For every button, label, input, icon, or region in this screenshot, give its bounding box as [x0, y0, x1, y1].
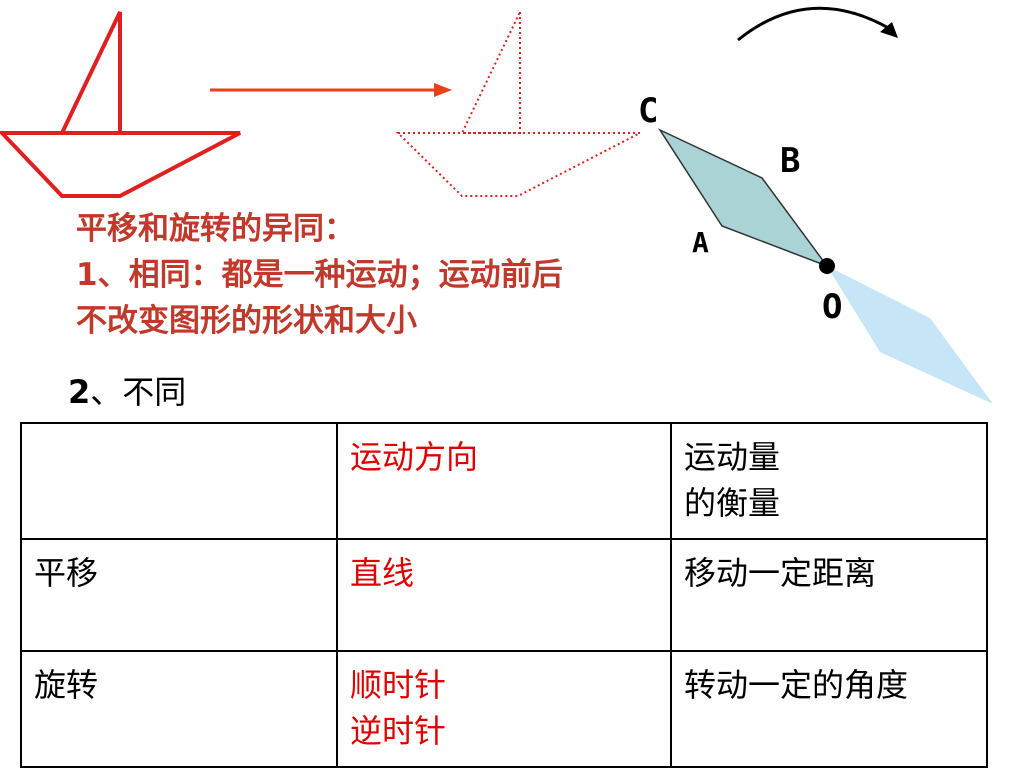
rotation-arrow-head [880, 22, 898, 38]
row-translation-direction-line-1: 直线 [350, 554, 415, 592]
translation-arrow-head [434, 83, 452, 97]
heading-line-3: 不改变图形的形状和大小 [76, 303, 417, 339]
heading-line-2: 1、相同：都是一种运动；运动前后 [76, 257, 563, 293]
rotation-arrow [737, 6, 898, 42]
header-measure: 运动量 的衡量 [670, 422, 988, 540]
label-o: O [822, 287, 842, 327]
heading-line-1: 平移和旋转的异同： [76, 211, 355, 247]
subheading-number: 2 [68, 373, 91, 411]
similarities-text: 平移和旋转的异同： 1、相同：都是一种运动；运动前后 不改变图形的形状和大小 [76, 206, 716, 344]
header-empty-cell [20, 422, 338, 540]
label-c: C [638, 91, 658, 131]
pivot-point-o [819, 258, 835, 274]
row-translation-name: 平移 [20, 538, 338, 652]
header-direction: 运动方向 [336, 422, 672, 540]
translation-arrow [210, 83, 452, 97]
row-rotation-direction-line-2: 逆时针 [350, 712, 447, 750]
comparison-table: 运动方向 运动量 的衡量 平移 直线 移动一定距离 旋转 顺时针 逆时针 转动一… [20, 422, 988, 768]
dotted-sailboat [395, 11, 641, 197]
row-rotation-measure: 转动一定的角度 [670, 650, 988, 768]
row-rotation-direction: 顺时针 逆时针 [336, 650, 672, 768]
differences-subheading: 2、不同 [68, 372, 186, 412]
header-measure-line-1: 运动量 [684, 438, 781, 476]
row-translation-measure: 移动一定距离 [670, 538, 988, 652]
solid-sailboat-sail [58, 11, 122, 135]
solid-sailboat-hull [0, 131, 241, 198]
solid-sailboat [0, 11, 241, 198]
header-measure-line-2: 的衡量 [684, 484, 781, 522]
row-rotation-direction-line-1: 顺时针 [350, 666, 447, 704]
table-row: 旋转 顺时针 逆时针 转动一定的角度 [20, 650, 988, 768]
table-header-row: 运动方向 运动量 的衡量 [20, 422, 988, 540]
row-rotation-name: 旋转 [20, 650, 338, 768]
rotated-kite [827, 266, 993, 404]
dotted-sailboat-hull [395, 132, 641, 197]
subheading-text: 、不同 [90, 373, 187, 411]
row-translation-direction: 直线 [336, 538, 672, 652]
translation-rotation-figure: C B A O [0, 6, 993, 404]
label-b: B [780, 141, 800, 181]
dotted-sailboat-sail [460, 11, 521, 134]
label-a: A [692, 226, 709, 259]
table-row: 平移 直线 移动一定距离 [20, 538, 988, 652]
